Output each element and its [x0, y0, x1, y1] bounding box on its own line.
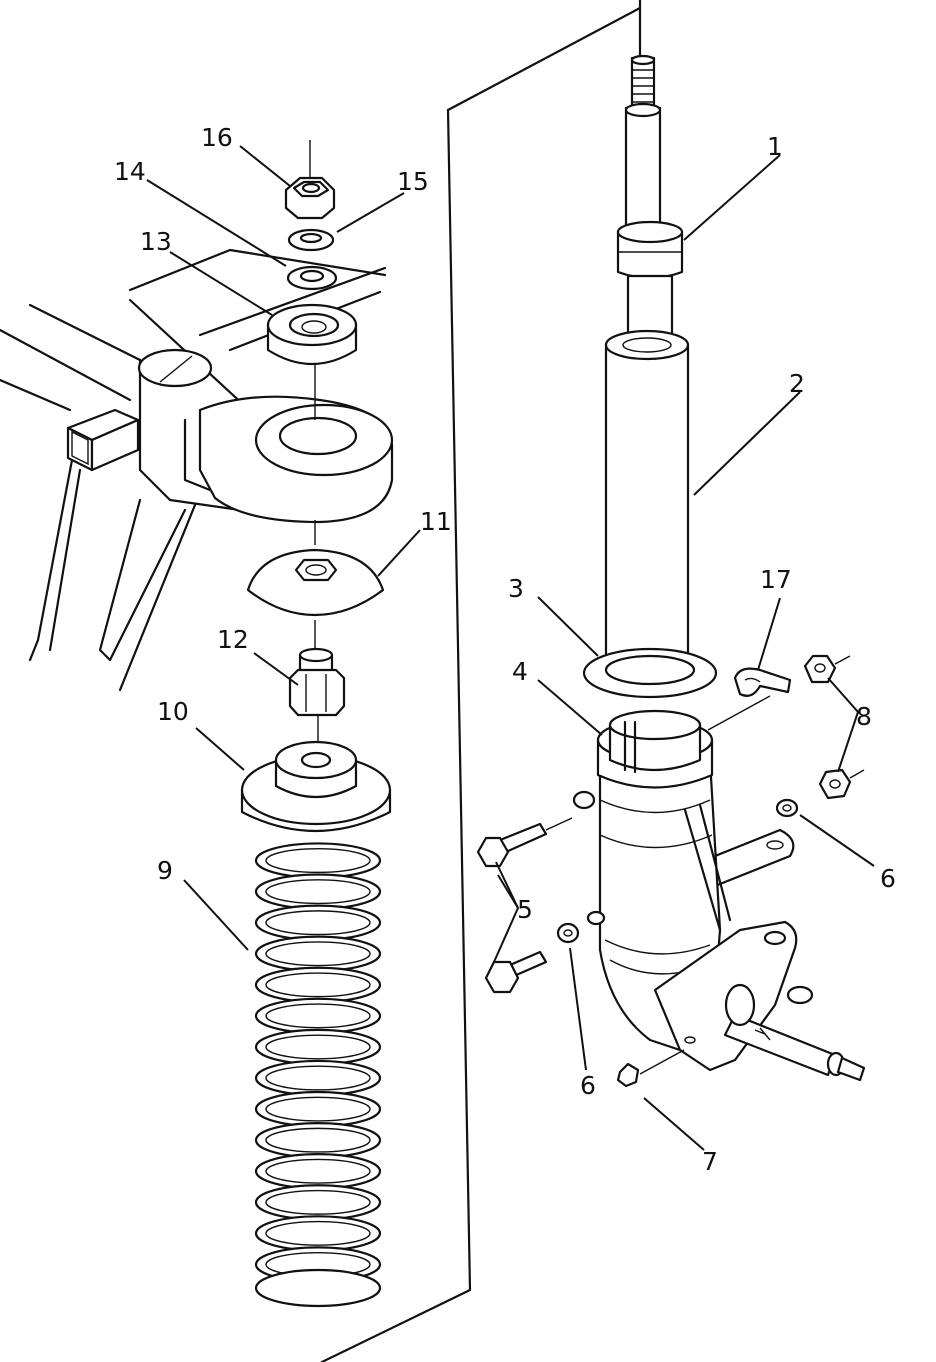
spindle-plate: [653, 920, 866, 1082]
callout-labels: 1 2 3 4 5 6 6 7 8 9 10 11 12 13 14 15 16: [114, 123, 896, 1176]
right-assembly: [476, 54, 866, 1088]
part-10-spring-seat: [240, 740, 392, 832]
part-2-strut-tube: [604, 329, 690, 682]
spring-coil-inner: [265, 1034, 371, 1060]
callout-6-right: 6: [880, 864, 896, 893]
spring-coil-inner: [265, 1127, 371, 1153]
part-8-nuts: [803, 654, 865, 800]
callout-3: 3: [508, 574, 524, 603]
callout-13: 13: [140, 227, 172, 256]
part-16-hex-nut: [284, 176, 336, 220]
part-6-washers: [556, 798, 799, 944]
part-15-washer: [287, 228, 335, 252]
spring-coil-inner: [265, 848, 371, 874]
callout-1: 1: [767, 132, 783, 161]
part-5-bolts: [476, 817, 573, 994]
callout-15: 15: [397, 167, 429, 196]
part-7-grease-fitting: [616, 1049, 685, 1088]
callout-5: 5: [517, 895, 533, 924]
part-14-washer: [286, 265, 338, 291]
part-11-dome-cup: [246, 548, 385, 617]
spring-coil-inner: [265, 1003, 371, 1029]
spring-coil-inner: [265, 972, 371, 998]
spring-coil-inner: [265, 1065, 371, 1091]
callout-9: 9: [157, 856, 173, 885]
spring-coil-inner: [265, 941, 371, 967]
part-1-strut-rod: [616, 54, 684, 348]
callout-4: 4: [512, 657, 528, 686]
part-12-coupling-nut: [288, 647, 346, 717]
spring-coil-inner: [265, 879, 371, 905]
callout-12: 12: [217, 625, 249, 654]
leader-lines: [146, 145, 875, 1151]
part-13-bushing: [266, 303, 358, 366]
part-17-clamp: [707, 667, 792, 731]
callout-6-left: 6: [580, 1071, 596, 1100]
callout-14: 14: [114, 157, 146, 186]
part-9-coil-spring: [254, 842, 382, 1308]
callout-2: 2: [789, 369, 805, 398]
callout-16: 16: [201, 123, 233, 152]
spring-coil-inner: [265, 1220, 371, 1246]
spring-coil-inner: [265, 910, 371, 936]
spring-coil-inner: [265, 1096, 371, 1122]
frame-arm: [0, 248, 394, 692]
part-3-seal-washer: [582, 647, 718, 699]
callout-7: 7: [702, 1147, 718, 1176]
callout-10: 10: [157, 697, 189, 726]
spring-end-coil: [254, 1268, 382, 1308]
spring-coil-inner: [265, 1158, 371, 1184]
left-stack: [240, 140, 392, 1308]
callout-11: 11: [420, 507, 452, 536]
callout-17: 17: [760, 565, 792, 594]
callout-8: 8: [856, 702, 872, 731]
spring-coil-inner: [265, 1189, 371, 1215]
